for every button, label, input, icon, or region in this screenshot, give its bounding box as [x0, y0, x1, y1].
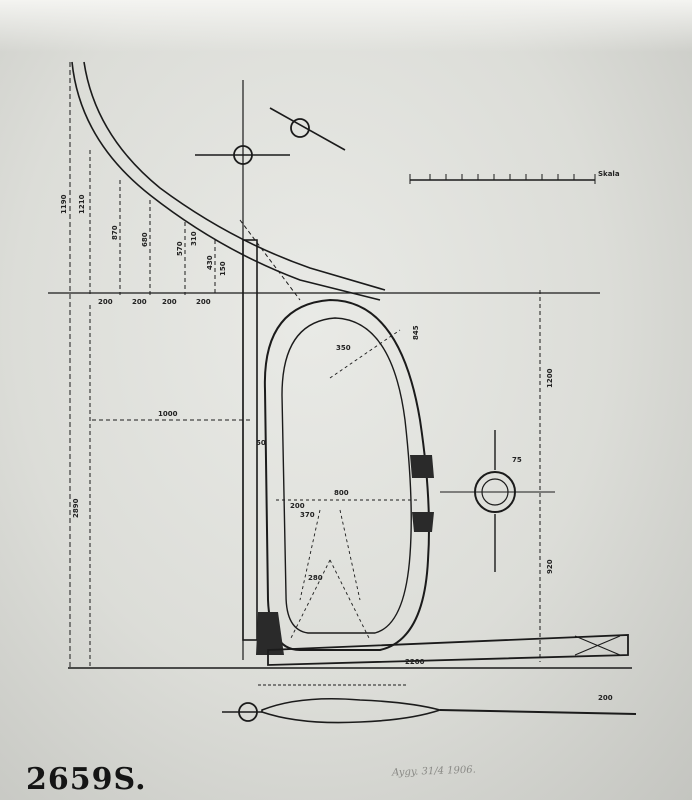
dim-rib-a: 870: [111, 225, 119, 240]
dim-right-75: 75: [512, 456, 522, 464]
dim-rib-b: 680: [141, 232, 149, 247]
dim-base-height: 920: [546, 559, 554, 574]
curved-arm-inner: [83, 61, 386, 291]
loop-frame-inner: [281, 317, 412, 634]
dim-width-800: 800: [334, 489, 349, 497]
hatched-sections: [256, 455, 434, 655]
dim-spacing-3: 200: [162, 298, 177, 306]
scale-ticks: [409, 174, 596, 184]
dim-inner-370: 370: [300, 511, 315, 519]
dim-base-length: 2200: [405, 658, 425, 666]
dim-base-side: 200: [598, 694, 613, 702]
base-bar: [267, 634, 629, 666]
rib-lines: [89, 150, 541, 668]
dim-spacing-1: 200: [98, 298, 113, 306]
curved-arm-outer: [71, 61, 381, 301]
dim-rib-f: 150: [219, 261, 227, 276]
dim-bottom-200: 200: [290, 502, 305, 510]
dim-top-left-b: 1210: [78, 194, 86, 214]
top-detail-ring-2: [290, 118, 310, 138]
dim-radius-350: 350: [336, 344, 351, 352]
dim-spacing-4: 200: [196, 298, 211, 306]
dim-inner-280: 280: [308, 574, 323, 582]
dim-rib-e: 310: [190, 231, 198, 246]
scale-label: Skala: [598, 170, 620, 178]
dim-spacing-2: 200: [132, 298, 147, 306]
column-frame: [242, 239, 258, 641]
dim-right-845: 845: [412, 325, 420, 340]
plate-number: 2659S.: [26, 762, 147, 797]
dimension-labels: 2890 1190 1210 870 680 570 430 310 150 2…: [60, 170, 620, 702]
dim-bolt-50: 50: [256, 439, 266, 447]
dim-span-1000: 1000: [158, 410, 178, 418]
dim-clear-height: 1200: [546, 368, 554, 388]
dim-rib-c: 570: [176, 241, 184, 256]
paper-edge: [0, 0, 692, 52]
dim-rib-d: 430: [206, 255, 214, 270]
loop-frame-outer: [263, 298, 430, 651]
inner-construction: [276, 329, 420, 641]
dim-total-height: 2890: [72, 498, 80, 518]
plan-view-blade: [261, 697, 443, 724]
dim-top-left-a: 1190: [60, 194, 68, 214]
